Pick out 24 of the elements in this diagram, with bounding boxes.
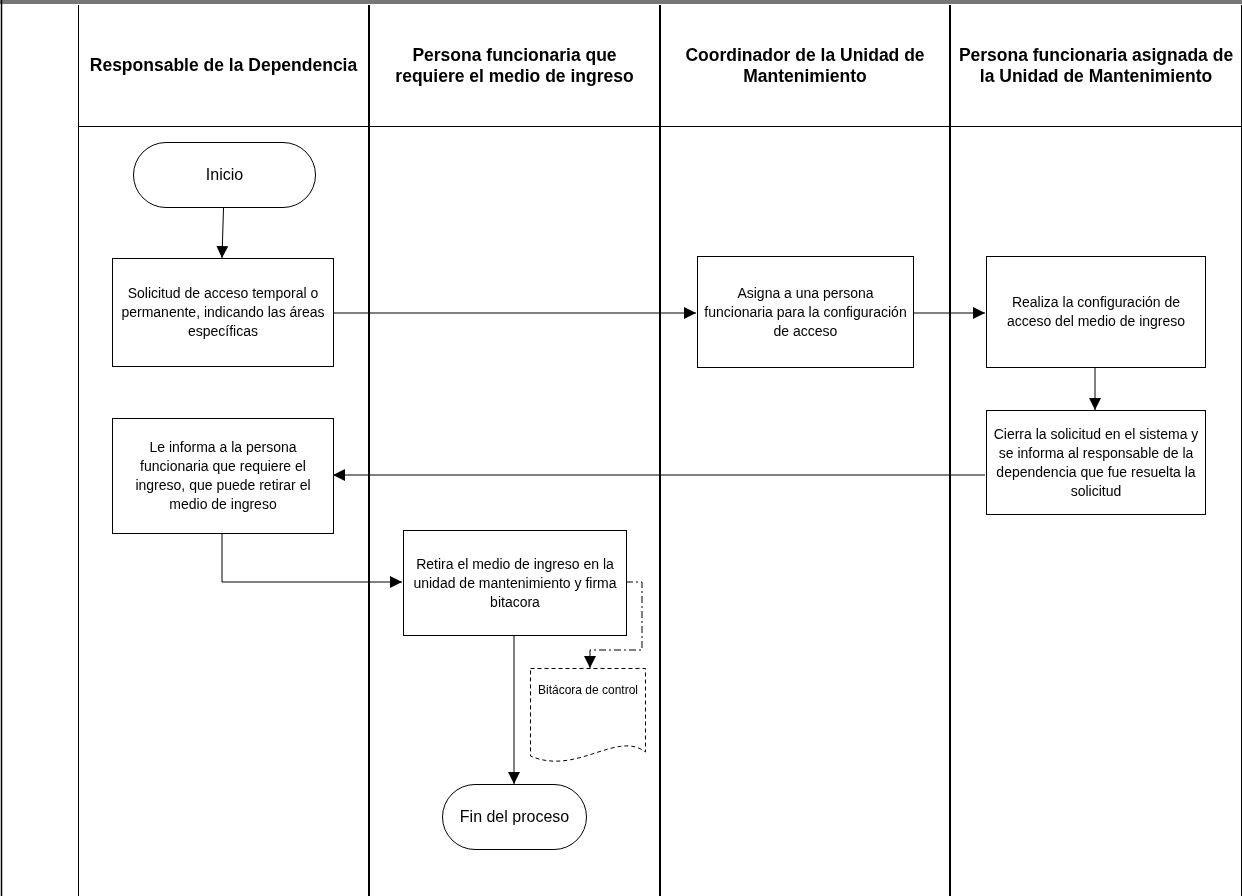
lane-header: Coordinador de la Unidad de Mantenimiento: [661, 5, 949, 127]
arrow: [1089, 367, 1101, 411]
process-box: Asigna a una persona funcionaria para la configuración de acceso: [697, 256, 914, 368]
process-box: Le informa a la persona funcionaria que requiere el ingreso, que puede retirar el medio de ingreso: [112, 418, 334, 534]
lane-header: Persona funcionaria que requiere el medio de ingreso: [370, 5, 659, 127]
swimlane: [78, 5, 369, 896]
terminator-shape: Fin del proceso: [442, 784, 587, 850]
swimlane: [369, 5, 660, 896]
lane-header: Responsable de la Dependencia: [79, 5, 368, 127]
process-box: Solicitud de acceso temporal o permanente, indicando las áreas específicas: [112, 258, 334, 367]
swimlane: [950, 5, 1242, 896]
process-box: Realiza la configuración de acceso del medio de ingreso: [986, 256, 1206, 368]
lane-header: Persona funcionaria asignada de la Unidad de Mantenimiento: [951, 5, 1241, 127]
arrow: [912, 307, 986, 319]
arrow: [332, 469, 986, 481]
process-box: Cierra la solicitud en el sistema y se informa al responsable de la dependencia que fue resuelta la solicitud: [986, 410, 1206, 515]
arrow: [584, 581, 643, 669]
arrow: [221, 533, 403, 588]
arrow: [216, 207, 229, 259]
terminator-shape: Inicio: [133, 142, 316, 208]
arrow: [332, 307, 697, 319]
swimlane: [660, 5, 950, 896]
process-box: Retira el medio de ingreso en la unidad de mantenimiento y firma bitacora: [403, 530, 627, 636]
arrow: [508, 635, 520, 785]
